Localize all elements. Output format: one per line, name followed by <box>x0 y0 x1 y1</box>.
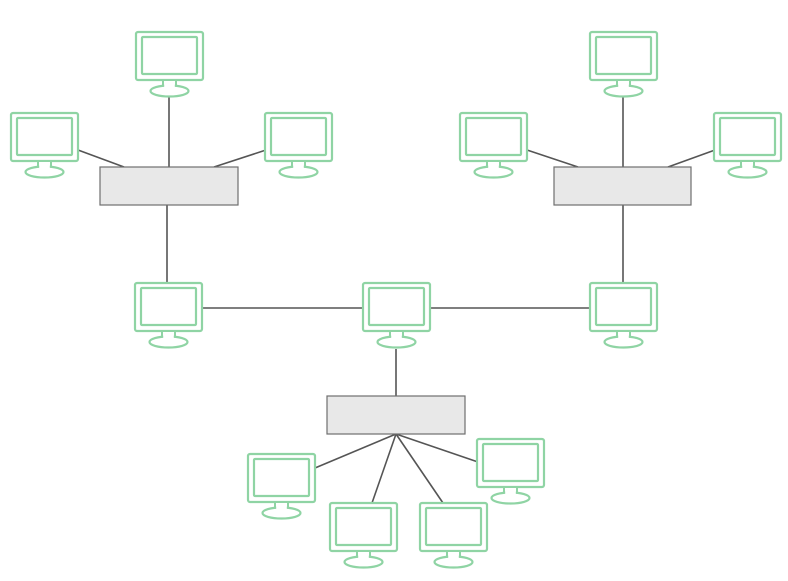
hub-bottom <box>326 395 466 435</box>
pc-tr-left-computer-monitor-icon <box>458 111 529 179</box>
pc-bottom-1-computer-monitor-icon <box>246 452 317 520</box>
link-pc-tr-right-to-hub-top-right <box>667 149 716 168</box>
pc-tl-left-computer-monitor-icon <box>9 111 80 179</box>
pc-tr-top-computer-monitor-icon <box>588 30 659 98</box>
link-pc-tl-left-to-hub-top-left <box>77 149 125 168</box>
pc-tl-right-computer-monitor-icon <box>263 111 334 179</box>
pc-tr-right-computer-monitor-icon <box>712 111 783 179</box>
hub-top-right <box>553 166 692 206</box>
pc-bus-left-computer-monitor-icon <box>133 281 204 349</box>
computers-layer <box>9 30 783 569</box>
links-layer <box>77 97 716 504</box>
pc-tl-top-computer-monitor-icon <box>134 30 205 98</box>
pc-bottom-2-computer-monitor-icon <box>328 501 399 569</box>
pc-bottom-3-computer-monitor-icon <box>418 501 489 569</box>
link-hub-bottom-to-pc-bottom-4 <box>395 433 479 463</box>
pc-bottom-4-computer-monitor-icon <box>475 437 546 505</box>
pc-bus-right-computer-monitor-icon <box>588 281 659 349</box>
link-hub-bottom-to-pc-bottom-2 <box>371 433 397 504</box>
link-pc-tr-left-to-hub-top-right <box>526 149 579 168</box>
link-pc-tl-right-to-hub-top-left <box>213 149 267 168</box>
link-hub-bottom-to-pc-bottom-1 <box>314 433 397 469</box>
pc-bus-center-computer-monitor-icon <box>361 281 432 349</box>
hubs-layer <box>99 166 692 435</box>
hub-top-left <box>99 166 239 206</box>
link-hub-bottom-to-pc-bottom-3 <box>395 433 444 504</box>
